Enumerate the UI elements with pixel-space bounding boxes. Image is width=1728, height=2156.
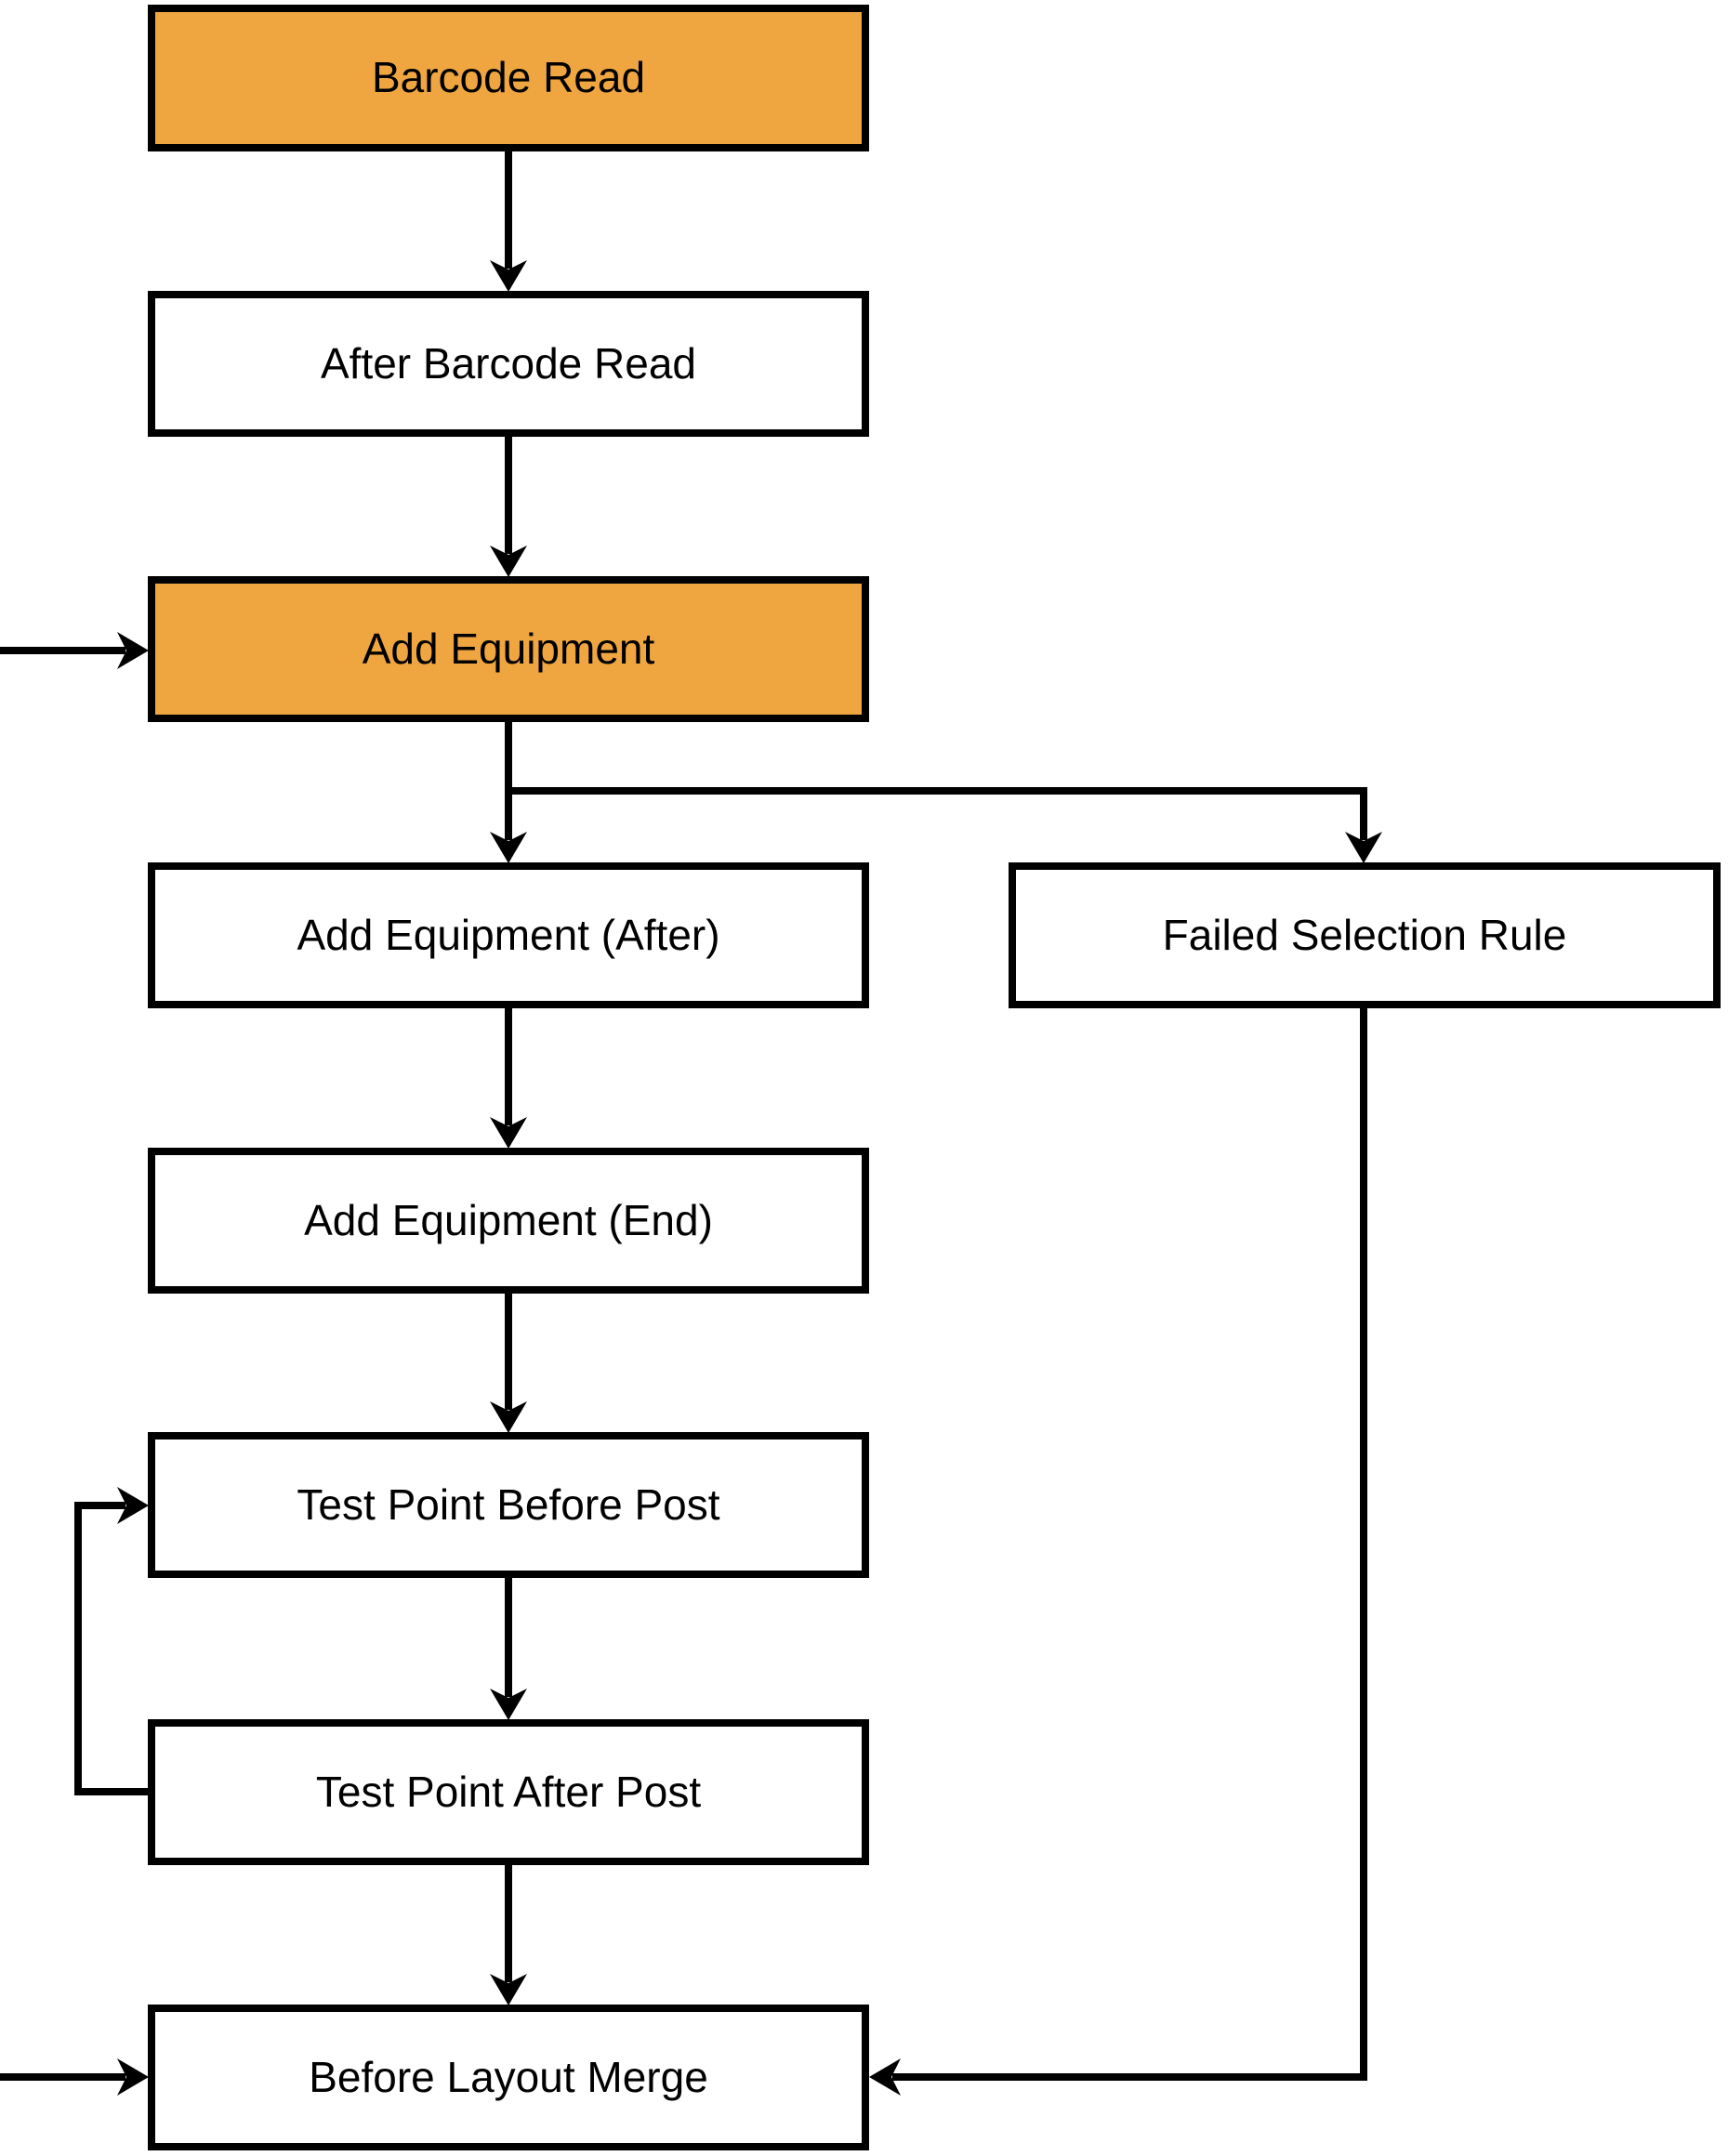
- node-failed-selection-rule: Failed Selection Rule: [1009, 862, 1721, 1008]
- edge-failed-selection-rule-to-before-layout-merge: [869, 1008, 1367, 2096]
- node-test-point-after-post: Test Point After Post: [148, 1719, 869, 1865]
- node-before-layout-merge: Before Layout Merge: [148, 2005, 869, 2150]
- node-label: After Barcode Read: [320, 338, 696, 388]
- node-label: Add Equipment (End): [304, 1195, 713, 1244]
- node-label: Barcode Read: [371, 53, 646, 102]
- node-add-equipment: Add Equipment: [148, 576, 869, 722]
- node-add-equipment-after: Add Equipment (After): [148, 862, 869, 1008]
- node-label: Test Point After Post: [315, 1767, 702, 1816]
- node-barcode-read: Barcode Read: [148, 5, 869, 151]
- node-label: Add Equipment: [362, 624, 655, 673]
- edge-test-point-after-post-loop-to-test-point-before-post: [74, 1487, 149, 1795]
- node-label: Test Point Before Post: [297, 1479, 720, 1529]
- node-add-equipment-end: Add Equipment (End): [148, 1148, 869, 1294]
- node-label: Failed Selection Rule: [1162, 910, 1567, 959]
- edge-add-equipment-to-failed-selection-rule: [508, 787, 1382, 863]
- node-after-barcode-read: After Barcode Read: [148, 291, 869, 437]
- node-test-point-before-post: Test Point Before Post: [148, 1432, 869, 1578]
- node-label: Before Layout Merge: [309, 2052, 708, 2101]
- node-label: Add Equipment (After): [297, 910, 720, 959]
